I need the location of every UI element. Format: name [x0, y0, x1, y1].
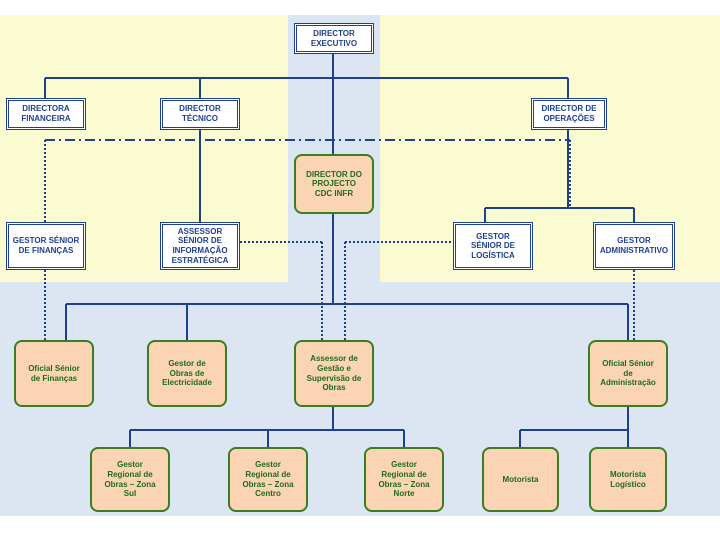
- node-gestor-obras-electricidade: Gestor de Obras de Electricidade: [147, 340, 227, 407]
- node-directora-financeira: DIRECTORA FINANCEIRA: [6, 98, 86, 130]
- node-oficial-senior-financas: Oficial Sénior de Finanças: [14, 340, 94, 407]
- node-director-tecnico: DIRECTOR TÉCNICO: [160, 98, 240, 130]
- node-director-executivo: DIRECTOR EXECUTIVO: [294, 23, 374, 54]
- node-motorista-logistico: Motorista Logístico: [589, 447, 667, 512]
- node-gestor-regional-sul: Gestor Regional de Obras – Zona Sul: [90, 447, 170, 512]
- node-oficial-senior-administracao: Oficial Sénior de Administração: [588, 340, 668, 407]
- node-gestor-regional-norte: Gestor Regional de Obras – Zona Norte: [364, 447, 444, 512]
- node-gestor-senior-logistica: GESTOR SÉNIOR DE LOGÍSTICA: [453, 222, 533, 270]
- node-motorista: Motorista: [482, 447, 559, 512]
- node-gestor-regional-centro: Gestor Regional de Obras – Zona Centro: [228, 447, 308, 512]
- node-gestor-administrativo: GESTOR ADMINISTRATIVO: [593, 222, 675, 270]
- node-gestor-senior-financas: GESTOR SÉNIOR DE FINANÇAS: [6, 222, 86, 270]
- node-assessor-senior-informacao: ASSESSOR SÉNIOR DE INFORMAÇÃO ESTRATÉGIC…: [160, 222, 240, 270]
- node-director-projecto: DIRECTOR DO PROJECTO CDC INFR: [294, 154, 374, 214]
- node-assessor-gestao-supervisao: Assessor de Gestão e Supervisão de Obras: [294, 340, 374, 407]
- node-director-operacoes: DIRECTOR DE OPERAÇÕES: [531, 98, 607, 130]
